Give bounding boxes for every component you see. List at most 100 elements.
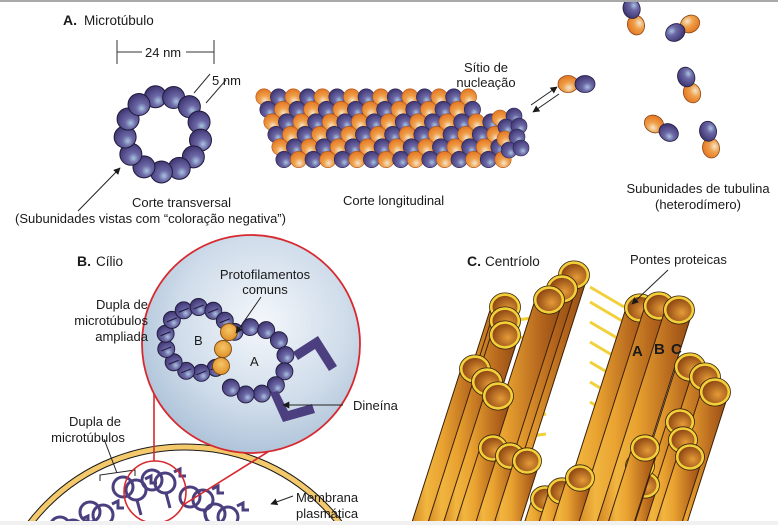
assembly-arrow	[530, 86, 558, 106]
protein-bridge	[589, 300, 625, 324]
a-tubule-subunit	[221, 378, 240, 397]
beta-tubulin	[658, 123, 679, 142]
beta-tubulin	[574, 75, 596, 93]
beta-tubulin	[665, 23, 686, 42]
dynein-arm-outer	[293, 336, 337, 371]
shared-protofilament	[214, 340, 232, 358]
centriole-microtubule	[655, 443, 705, 523]
tubulin-subunit	[319, 151, 337, 169]
tubulin-dimer	[643, 114, 679, 142]
longitudinal-section	[255, 88, 530, 169]
longitudinal-caption: Corte longitudinal	[343, 193, 444, 208]
protein-bridges-label: Pontes proteicas	[630, 252, 727, 267]
panel-b: B. Cílio B A Protofilamentos comuns Dupl…	[26, 234, 399, 523]
enlarged-doublet	[156, 298, 295, 404]
nucleation-label-1: Sítio de	[464, 60, 508, 75]
plasma-membrane	[27, 444, 343, 523]
panel-a-title: Microtúbulo	[84, 13, 154, 28]
panel-b-title: Cílio	[96, 254, 123, 269]
dynein-arm-inner	[270, 391, 315, 422]
tubulin-subunit	[479, 151, 497, 169]
panel-b-letter: B.	[77, 253, 91, 269]
tubulin-subunit	[465, 151, 483, 169]
enlarged-view-circle	[141, 234, 361, 454]
a-tubule-subunit	[252, 384, 271, 403]
tubulin-subunit	[406, 151, 424, 169]
ciliary-doublets	[49, 466, 249, 523]
a-tubule-subunit	[275, 362, 294, 381]
a-tubule-subunit	[257, 321, 276, 340]
tubulin-subunit	[290, 151, 308, 169]
enlarged-doublet-label-2: microtúbulos	[74, 313, 148, 328]
tubulin-dimer	[699, 120, 720, 159]
disassembly-arrow	[532, 93, 560, 113]
tubulin-subunit	[363, 151, 381, 169]
panel-a-letter: A.	[63, 12, 77, 28]
beta-tubulin	[677, 66, 696, 88]
membrane-label-1: Membrana	[296, 490, 359, 505]
centriole-triplets	[411, 260, 731, 523]
shared-protofilaments-label-1: Protofilamentos	[220, 267, 311, 282]
a-tubule-subunit	[276, 346, 295, 365]
shared-protofilament	[212, 357, 230, 375]
panel-a: A. Microtúbulo 24 nm 5 nm Corte transver…	[15, 2, 770, 226]
ciliary-doublet	[111, 473, 157, 516]
nucleation-label-2: nucleação	[456, 75, 515, 90]
doublet-label-2: microtúbulos	[51, 430, 125, 445]
centriole-microtubule	[607, 434, 660, 523]
cross-section-caption: Corte transversal	[132, 195, 231, 210]
beta-tubulin	[622, 2, 641, 19]
tubulin-dimer	[557, 75, 596, 93]
a-tubule-subunit	[236, 385, 255, 404]
triplet-label-c: C	[671, 341, 682, 358]
enlarged-doublet-label-3: ampliada	[95, 329, 149, 344]
membrane-label-2: plasmática	[296, 506, 359, 521]
enlarged-doublet-label-1: Dupla de	[96, 297, 148, 312]
ciliary-doublet	[178, 483, 224, 523]
triplet-label-b: B	[654, 341, 665, 358]
tubulin-dimer	[622, 2, 646, 36]
doublet-label-1: Dupla de	[69, 414, 121, 429]
tubulin-subunit	[304, 151, 322, 169]
diameter-dimension: 24 nm	[116, 40, 215, 64]
tubule-b-label: B	[194, 333, 203, 348]
panel-c: C. Centríolo Pontes proteicas A B C	[411, 252, 731, 523]
subunits-caption-1: Subunidades de tubulina	[626, 181, 770, 196]
centriole-microtubule	[596, 295, 695, 523]
negative-stain-note: (Subunidades vistas com “coloração negat…	[15, 211, 286, 226]
zoom-region-circle	[123, 460, 187, 523]
subunit-size-label: 5 nm	[212, 73, 241, 88]
subunits-caption-2: (heterodímero)	[655, 197, 741, 212]
tubulin-dimer	[665, 14, 701, 42]
tubulin-subunit	[333, 151, 351, 169]
ciliary-doublet	[140, 466, 186, 509]
ciliary-doublet	[203, 500, 249, 523]
tubulin-heterodimers	[557, 2, 720, 159]
diameter-label: 24 nm	[145, 45, 181, 60]
ciliary-doublet	[49, 513, 94, 523]
tubulin-subunit	[392, 151, 410, 169]
a-tubule-subunit	[269, 331, 288, 350]
centriole-microtubule	[552, 464, 595, 523]
tubulin-dimer	[677, 66, 702, 104]
protofilament-subunit	[127, 93, 151, 117]
bottom-edge	[0, 521, 778, 525]
tubulin-subunit	[377, 151, 395, 169]
panel-c-letter: C.	[467, 253, 481, 269]
shared-protofilament	[220, 323, 238, 341]
triplet-label-a: A	[632, 343, 643, 360]
protein-bridge	[589, 285, 625, 309]
cross-section-ring	[113, 85, 212, 184]
tubulin-subunit	[450, 151, 468, 169]
tubulin-subunit	[275, 151, 293, 169]
panel-c-title: Centríolo	[485, 254, 540, 269]
tubulin-subunit	[421, 151, 439, 169]
beta-tubulin	[699, 120, 717, 142]
dynein-label: Dineína	[353, 398, 399, 413]
tubule-a-label: A	[250, 354, 259, 369]
tubulin-subunit	[512, 139, 530, 157]
centriole-microtubule	[493, 447, 542, 523]
tubulin-subunit	[348, 151, 366, 169]
